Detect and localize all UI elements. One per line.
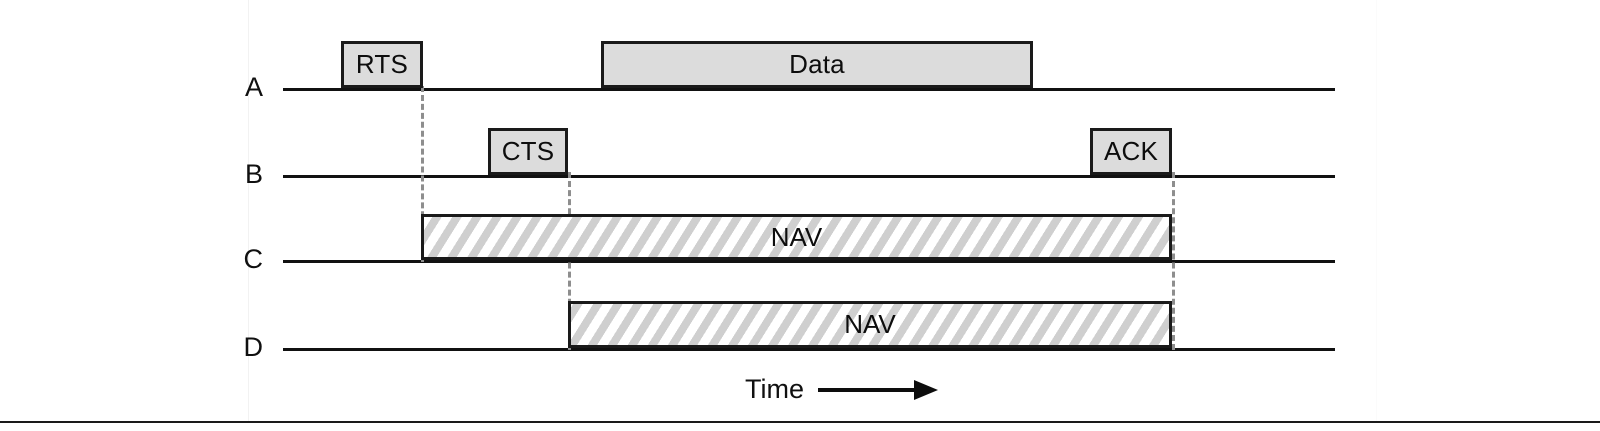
station-label-a: A — [244, 72, 263, 102]
time-arrow-shaft — [818, 388, 916, 392]
time-axis-label: Time — [745, 374, 804, 404]
frame-label-data: Data — [789, 49, 845, 79]
nav-label-d: NAV — [844, 309, 896, 339]
frame-box-ack: ACK — [1090, 128, 1172, 175]
station-timeline-d — [283, 348, 1335, 351]
station-label-c: C — [243, 244, 264, 274]
frame-box-cts: CTS — [488, 128, 568, 175]
frame-label-cts: CTS — [501, 136, 555, 166]
station-timeline-c — [283, 260, 1335, 263]
frame-box-data: Data — [601, 41, 1033, 88]
nav-label-c: NAV — [770, 221, 823, 252]
page-edge-right-rule — [1376, 0, 1377, 422]
station-label-d: D — [243, 332, 264, 362]
station-timeline-b — [283, 175, 1335, 178]
guide-line-cts-end — [568, 172, 571, 350]
guide-line-ack-end — [1172, 172, 1175, 350]
guide-line-rts-end — [421, 86, 424, 262]
nav-box-station-c: NAV — [421, 214, 1172, 260]
frame-box-rts: RTS — [341, 41, 423, 88]
station-label-b: B — [244, 159, 263, 189]
station-timeline-a — [283, 88, 1335, 91]
nav-box-station-d: NAV — [568, 301, 1172, 348]
time-arrow-head-icon — [914, 380, 938, 400]
page-edge-left-rule — [248, 0, 249, 422]
frame-label-rts: RTS — [355, 49, 409, 79]
frame-label-ack: ACK — [1103, 136, 1159, 166]
page-bottom-rule — [0, 421, 1600, 423]
